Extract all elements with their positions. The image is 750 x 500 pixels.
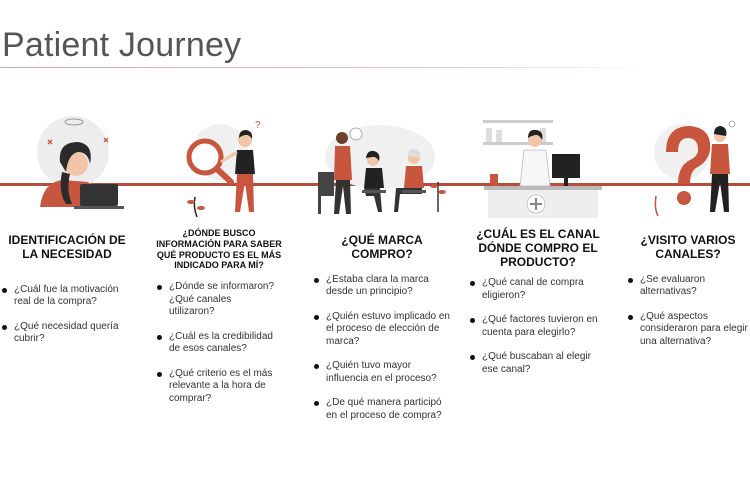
page-title: Patient Journey — [2, 26, 242, 64]
stage-column-donde-busco: ¿DÓNDE BUSCO INFORMACIÓN PARA SABER QUÉ … — [155, 228, 287, 417]
list-item: ¿De qué manera participó en el proceso d… — [312, 397, 450, 422]
stage-column-visito-canales: ¿VISITO VARIOS CANALES? ¿Se evaluaron al… — [626, 228, 750, 360]
list-item: ¿Dónde se informaron?¿Qué canales utiliz… — [155, 281, 279, 319]
list-item: ¿Se evaluaron alternativas? — [626, 274, 750, 299]
woman-with-magnifying-glass-illustration: ? — [186, 120, 261, 218]
waiting-room-illustration — [318, 125, 446, 214]
woman-with-laptop-illustration — [37, 116, 124, 209]
stage-heading: ¿VISITO VARIOS CANALES? — [640, 233, 736, 261]
question-list: ¿Qué canal de compra eligieron? ¿Qué fac… — [468, 277, 604, 376]
stage-heading: ¿QUÉ MARCA COMPRO? — [341, 233, 423, 261]
stage-heading: ¿CUÁL ES EL CANAL DÓNDE COMPRO EL PRODUC… — [476, 227, 600, 269]
stage-heading: ¿DÓNDE BUSCO INFORMACIÓN PARA SABER QUÉ … — [156, 228, 282, 271]
list-item: ¿Cuál es la credibilidad de esos canales… — [155, 331, 279, 356]
stage-column-identificacion: IDENTIFICACIÓN DE LA NECESIDAD ¿Cuál fue… — [0, 228, 140, 358]
list-item: ¿Qué buscaban al elegir ese canal? — [468, 351, 604, 376]
question-list: ¿Estaba clara la marca desde un principi… — [312, 274, 450, 423]
list-item: ¿Qué necesidad quería cubrir? — [0, 321, 130, 346]
question-mark-illustration — [654, 120, 736, 217]
list-item: ¿Qué canal de compra eligieron? — [468, 277, 604, 302]
title-underline — [0, 67, 648, 68]
pharmacist-counter-illustration — [483, 120, 602, 218]
list-item: ¿Qué criterio es el más relevante a la h… — [155, 368, 279, 406]
question-list: ¿Se evaluaron alternativas? ¿Qué aspecto… — [626, 274, 750, 349]
list-item: ¿Quién estuvo implicado en el proceso de… — [312, 311, 450, 349]
list-item: ¿Qué aspectos consideraron para elegir u… — [626, 311, 750, 349]
list-item: ¿Quién tuvo mayor influencia en el proce… — [312, 360, 450, 385]
question-list: ¿Dónde se informaron?¿Qué canales utiliz… — [155, 281, 279, 405]
list-item: ¿Cuál fue la motivación real de la compr… — [0, 284, 130, 309]
stage-column-que-marca: ¿QUÉ MARCA COMPRO? ¿Estaba clara la marc… — [312, 228, 452, 434]
question-list: ¿Cuál fue la motivación real de la compr… — [0, 284, 130, 346]
stage-column-canal: ¿CUÁL ES EL CANAL DÓNDE COMPRO EL PRODUC… — [468, 227, 608, 388]
stage-heading: IDENTIFICACIÓN DE LA NECESIDAD — [8, 233, 126, 261]
svg-text:?: ? — [255, 120, 261, 131]
list-item: ¿Qué factores tuvieron en cuenta para el… — [468, 314, 604, 339]
list-item: ¿Estaba clara la marca desde un principi… — [312, 274, 450, 299]
